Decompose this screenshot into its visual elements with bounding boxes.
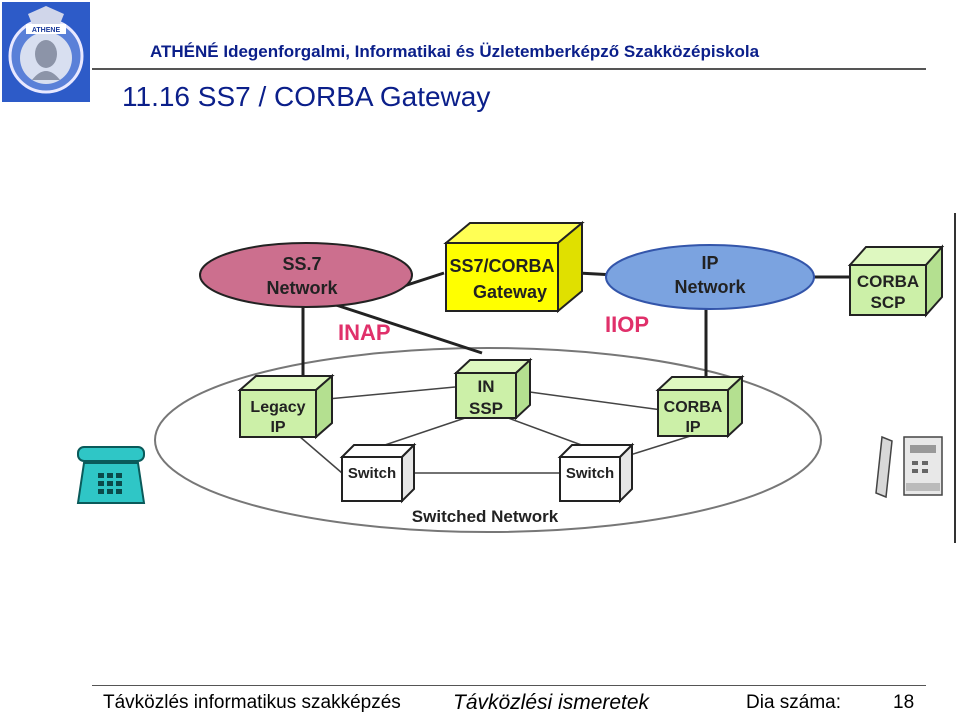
switch-left: Switch xyxy=(339,442,417,504)
footer-divider xyxy=(92,685,926,686)
corba-scp: CORBA SCP xyxy=(847,244,945,318)
svg-text:Switch: Switch xyxy=(348,465,396,482)
telephone-icon xyxy=(76,446,146,504)
svg-text:SCP: SCP xyxy=(871,293,906,312)
svg-text:Switch: Switch xyxy=(566,465,614,482)
switched-network-ellipse xyxy=(154,347,822,533)
svg-text:CORBA: CORBA xyxy=(664,399,723,416)
ss7-corba-gateway: SS7/CORBA Gateway xyxy=(443,220,585,314)
svg-text:Gateway: Gateway xyxy=(473,282,547,302)
footer-slide-label: Dia száma: xyxy=(746,692,842,713)
footer-subject: Távközlési ismeretek xyxy=(453,691,650,714)
header-divider xyxy=(92,68,926,70)
legacy-ip: Legacy IP xyxy=(237,373,335,440)
svg-text:IN: IN xyxy=(478,377,495,396)
svg-text:Network: Network xyxy=(674,277,746,297)
footer-slide-number: 18 xyxy=(893,692,915,713)
logo-text: ATHENE xyxy=(32,27,61,34)
inap-label: INAP xyxy=(338,320,391,345)
svg-text:SS7/CORBA: SS7/CORBA xyxy=(449,256,554,276)
iiop-label: IIOP xyxy=(605,312,649,337)
svg-text:SS.7: SS.7 xyxy=(282,254,321,274)
school-name: ATHÉNÉ Idegenforgalmi, Informatikai és Ü… xyxy=(150,42,760,61)
footer-course: Távközlés informatikus szakképzés xyxy=(103,692,401,713)
svg-text:CORBA: CORBA xyxy=(857,272,919,291)
school-logo: ATHENE xyxy=(2,2,90,102)
in-ssp: IN SSP xyxy=(453,357,533,421)
fax-machine-icon xyxy=(875,435,943,499)
switch-right: Switch xyxy=(557,442,635,504)
svg-text:IP: IP xyxy=(701,253,718,273)
svg-text:SSP: SSP xyxy=(469,399,503,418)
ip-network: IP Network xyxy=(605,244,815,310)
svg-text:IP: IP xyxy=(685,419,700,436)
switched-network-label: Switched Network xyxy=(412,507,559,526)
slide-title: 11.16 SS7 / CORBA Gateway xyxy=(122,81,491,112)
svg-text:Legacy: Legacy xyxy=(250,399,305,416)
ss7-corba-diagram: SS.7 Network SS7/CORBA Gateway IP Networ… xyxy=(70,205,959,550)
ss7-network: SS.7 Network xyxy=(199,242,413,308)
svg-text:Network: Network xyxy=(266,278,338,298)
svg-text:IP: IP xyxy=(270,419,285,436)
corba-ip: CORBA IP xyxy=(655,374,745,439)
